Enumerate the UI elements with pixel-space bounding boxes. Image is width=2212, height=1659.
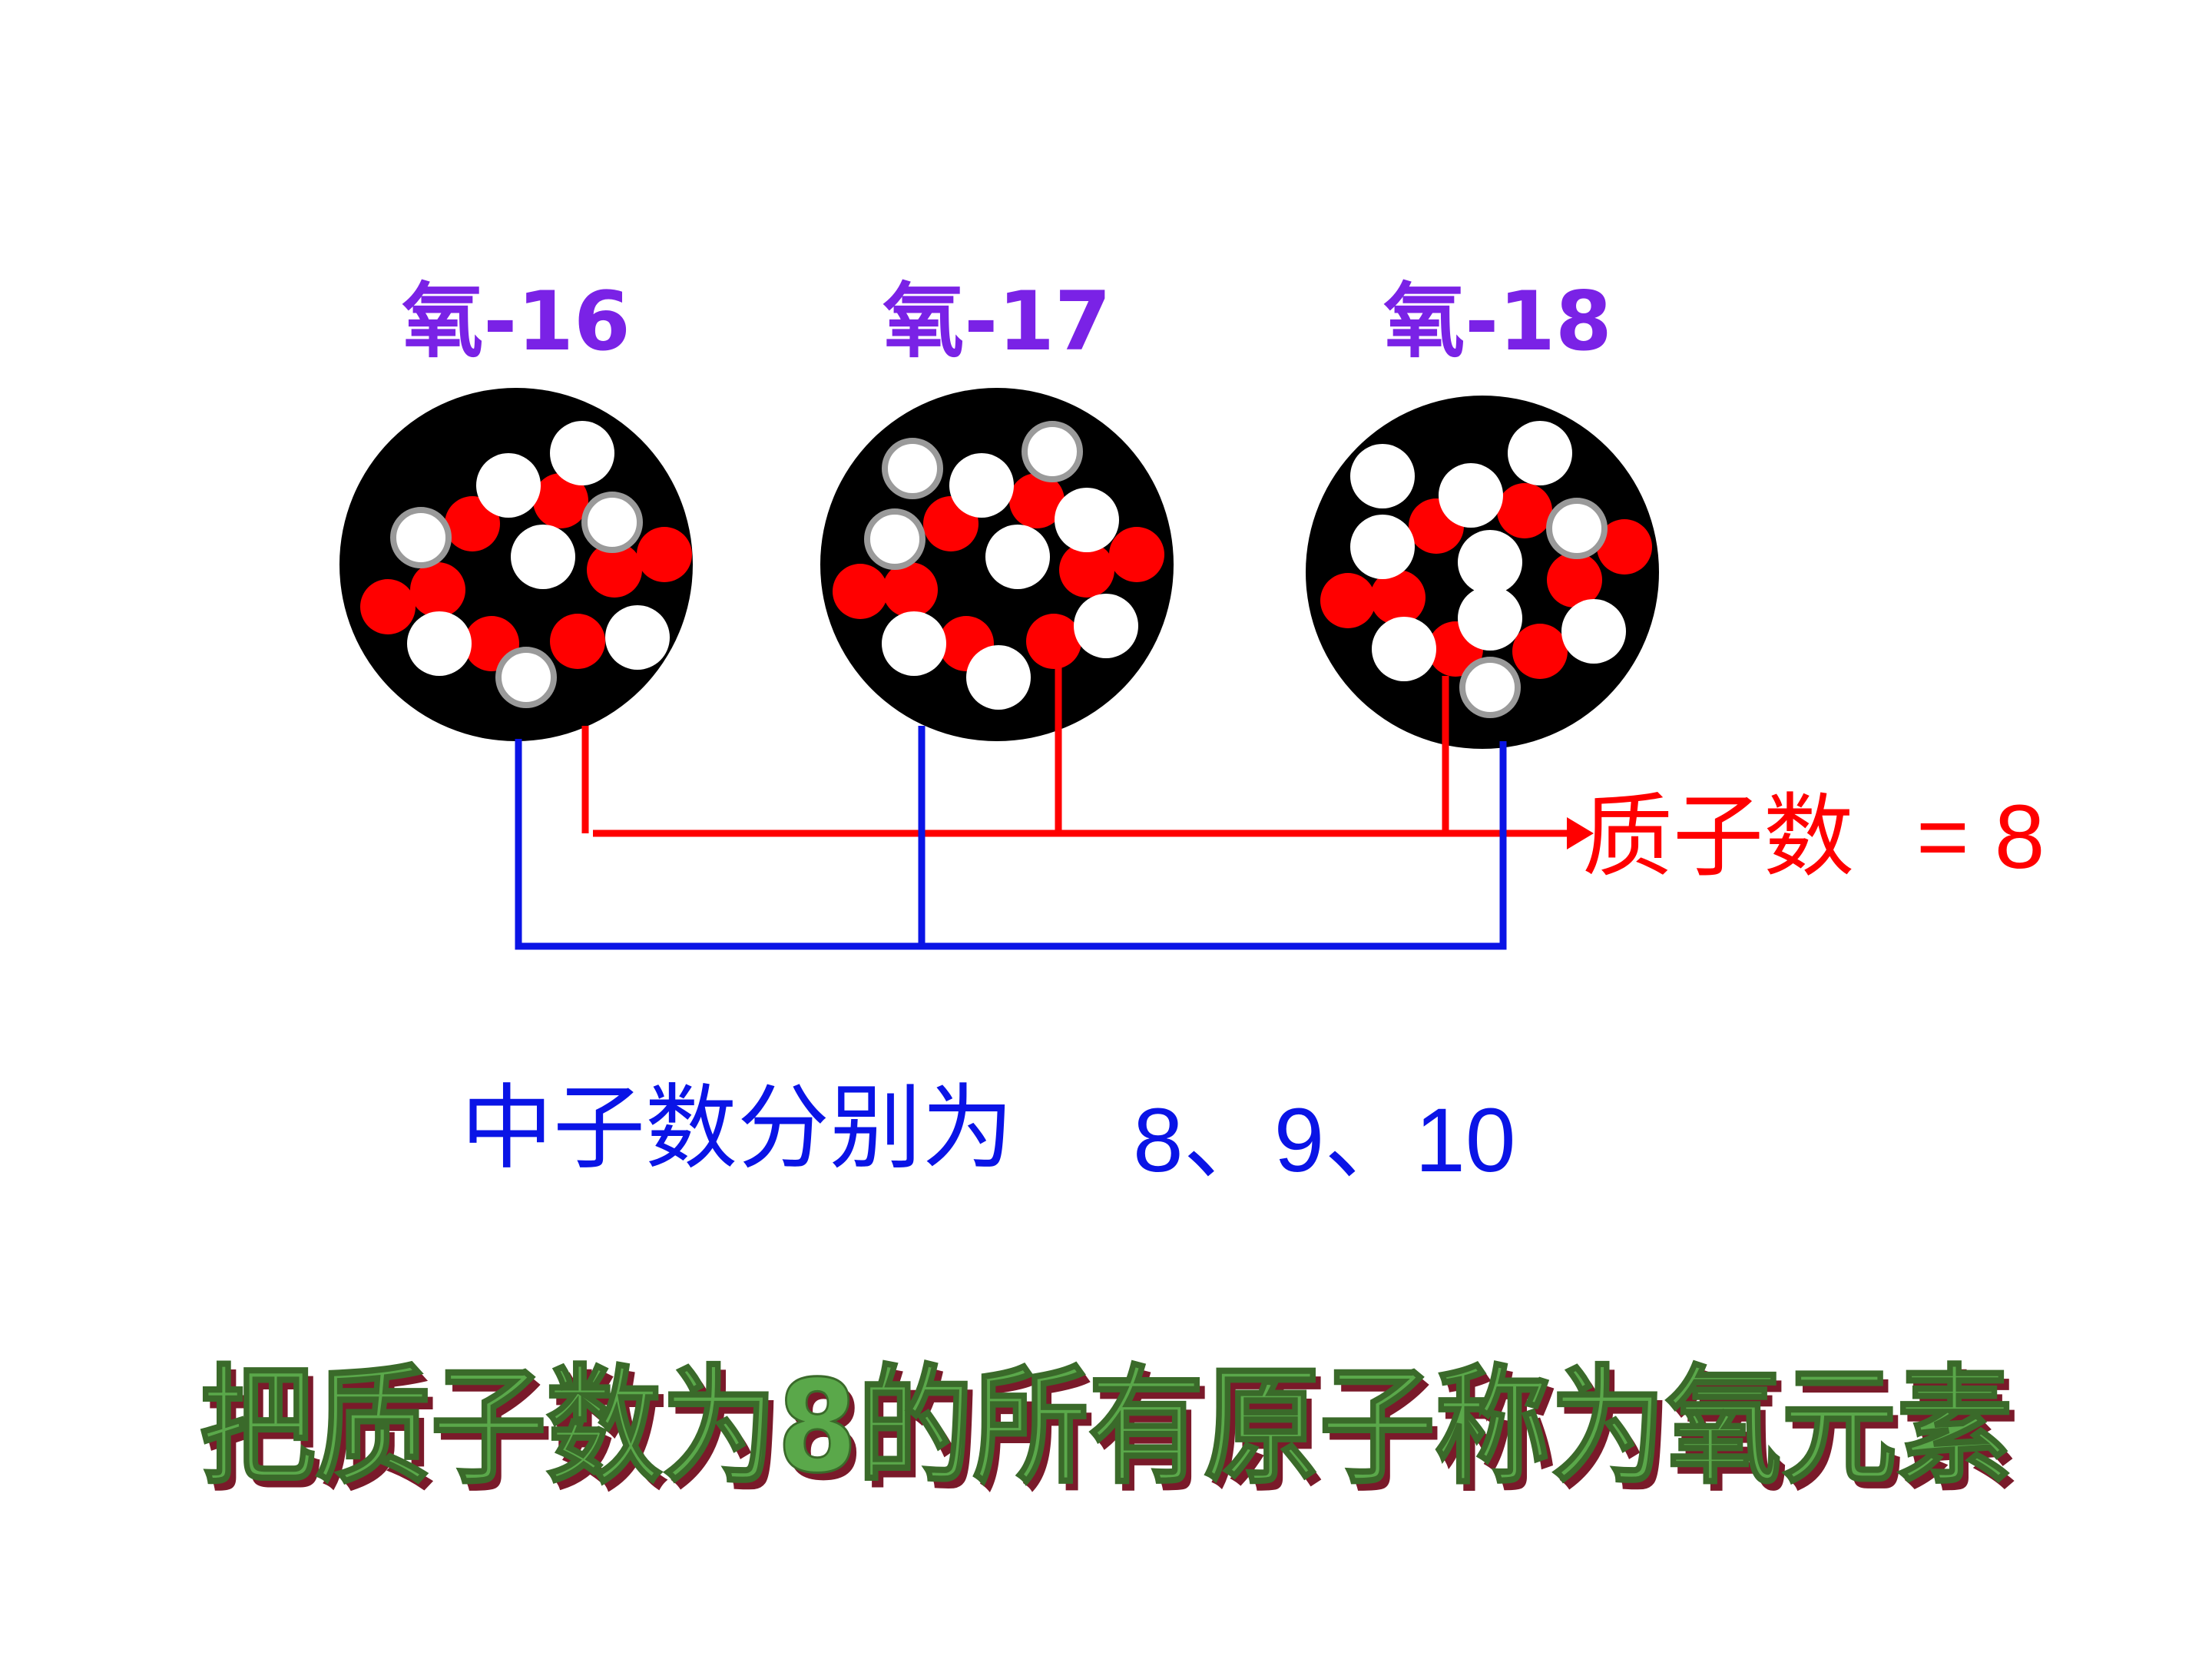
neutrons	[864, 421, 1138, 710]
neutrons	[1350, 421, 1626, 718]
proton-count-label: 质子数	[1582, 783, 1854, 889]
isotope-label-18: 氧-18	[1383, 274, 1612, 369]
neutron-count-values: 8、9、10	[1133, 1090, 1516, 1191]
protons	[360, 473, 692, 671]
protons	[1320, 483, 1652, 679]
conclusion-text: 把质子数为8的所有原子称为氧元素	[200, 1353, 2012, 1502]
conclusion-banner: 把质子数为8的所有原子称为氧元素 把质子数为8的所有原子称为氧元素	[199, 1353, 2019, 1510]
nucleus-oxygen-18	[1306, 396, 1659, 749]
proton-count-value: = 8	[1916, 786, 2045, 888]
nucleus-oxygen-17	[820, 388, 1174, 741]
protons	[833, 473, 1164, 671]
neutron-count-label: 中子数分别为	[461, 1075, 1014, 1182]
isotope-label-17: 氧-17	[882, 274, 1111, 369]
conclusion-shadow: 把质子数为8的所有原子称为氧元素	[206, 1361, 2018, 1509]
proton-arrow-head	[1567, 817, 1594, 849]
nucleus-oxygen-16	[339, 388, 693, 741]
neutrons	[390, 421, 670, 708]
neutron-connector	[515, 726, 1507, 950]
proton-connector	[581, 657, 1567, 837]
isotope-label-16: 氧-16	[402, 274, 631, 369]
